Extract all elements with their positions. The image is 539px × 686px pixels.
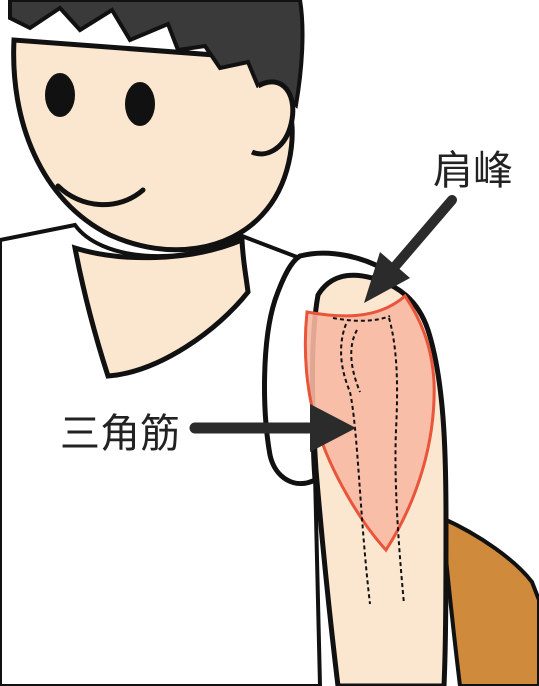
deltoid-label: 三角筋: [60, 414, 180, 454]
acromion-arrow-icon: [364, 200, 452, 303]
right-eye: [125, 82, 155, 126]
left-eye: [45, 73, 75, 117]
brown-shirt: [442, 518, 539, 686]
acromion-label: 肩峰: [433, 151, 513, 191]
